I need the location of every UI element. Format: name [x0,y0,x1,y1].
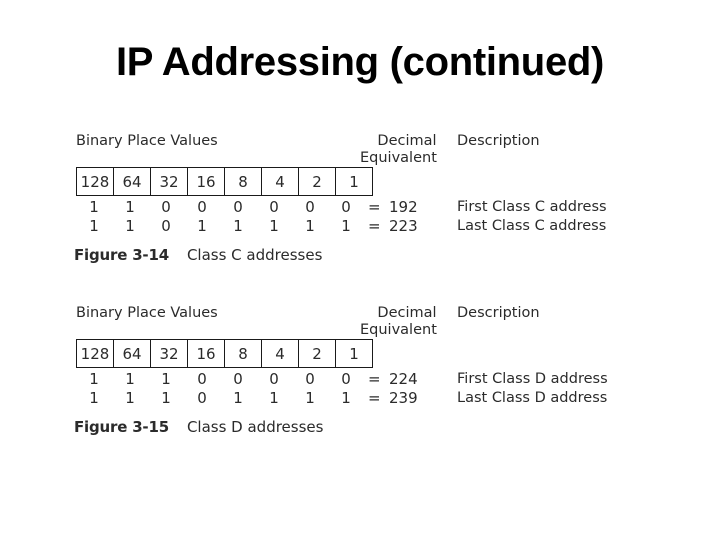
bit: 0 [233,198,243,216]
binary-row: 1 1 0 1 1 1 1 1 = 223 Last Class C addre… [0,217,720,236]
bit: 1 [305,217,315,235]
row-description: First Class C address [457,199,607,215]
bit: 1 [89,217,99,235]
bit: 0 [161,217,171,235]
place-value-cell: 1 [335,167,373,196]
place-value-cell: 64 [113,167,151,196]
figure-caption-label: Figure 3-14 [74,246,169,264]
place-value-cell: 16 [187,339,225,368]
header-decimal-line1: Decimal [377,133,437,149]
column-headers: Binary Place Values Decimal Equivalent D… [0,128,720,167]
bit: 0 [197,389,207,407]
place-value-cell: 1 [335,339,373,368]
row-description: Last Class D address [457,390,608,406]
header-description: Description [457,133,540,149]
place-value-cell: 128 [76,339,114,368]
bit: 0 [341,370,351,388]
equals-symbol: = [368,217,381,235]
binary-row: 1 1 0 0 0 0 0 0 = 192 First Class C addr… [0,198,720,217]
bit: 1 [161,370,171,388]
figure-caption-text: Class C addresses [186,246,323,264]
place-value-cell: 16 [187,167,225,196]
bit: 1 [233,389,243,407]
header-decimal-line2: Equivalent [360,150,437,166]
decimal-value: 223 [389,217,418,235]
header-decimal-line1: Decimal [377,305,437,321]
place-value-cell: 8 [224,167,262,196]
bit: 0 [305,370,315,388]
bit: 1 [125,389,135,407]
bit: 0 [233,370,243,388]
place-value-cell: 64 [113,339,151,368]
bit: 1 [125,370,135,388]
bit: 1 [89,389,99,407]
figure-class-c: Binary Place Values Decimal Equivalent D… [0,128,720,264]
figure-caption-text: Class D addresses [186,418,324,436]
figure-caption-label: Figure 3-15 [74,418,169,436]
bit-group: 1 1 0 0 0 0 0 0 [76,198,364,217]
bit: 0 [197,370,207,388]
place-value-cell: 2 [298,339,336,368]
binary-rows: 1 1 1 0 0 0 0 0 = 224 First Class D addr… [0,370,720,408]
bit: 1 [305,389,315,407]
bit: 1 [125,198,135,216]
header-description: Description [457,305,540,321]
bit-group: 1 1 1 0 1 1 1 1 [76,389,364,408]
equals-symbol: = [368,198,381,216]
bit: 1 [233,217,243,235]
place-value-cell: 8 [224,339,262,368]
page-title: IP Addressing (continued) [115,40,605,84]
row-description: Last Class C address [457,218,607,234]
figure-caption: Figure 3-14 Class C addresses [74,245,322,265]
bit-group: 1 1 1 0 0 0 0 0 [76,370,364,389]
bit: 1 [89,370,99,388]
place-value-cell: 32 [150,167,188,196]
figure-class-d: Binary Place Values Decimal Equivalent D… [0,300,720,436]
bit: 0 [305,198,315,216]
equals-symbol: = [368,389,381,407]
decimal-value: 224 [389,370,418,388]
place-values-table: 128 64 32 16 8 4 2 1 [76,339,373,368]
equals-symbol: = [368,370,381,388]
bit: 0 [161,198,171,216]
place-value-cell: 4 [261,167,299,196]
place-value-cell: 2 [298,167,336,196]
binary-row: 1 1 1 0 0 0 0 0 = 224 First Class D addr… [0,370,720,389]
bit: 0 [197,198,207,216]
place-value-cell: 32 [150,339,188,368]
row-description: First Class D address [457,371,608,387]
bit: 1 [269,217,279,235]
place-value-cell: 128 [76,167,114,196]
bit: 1 [125,217,135,235]
binary-row: 1 1 1 0 1 1 1 1 = 239 Last Class D addre… [0,389,720,408]
header-binary-place-values: Binary Place Values [76,305,218,321]
bit: 0 [269,198,279,216]
place-values-row: 128 64 32 16 8 4 2 1 [76,339,373,368]
header-decimal-equivalent: Decimal Equivalent [360,133,446,167]
place-value-cell: 4 [261,339,299,368]
bit: 1 [197,217,207,235]
bit: 1 [89,198,99,216]
header-binary-place-values: Binary Place Values [76,133,218,149]
bit-group: 1 1 0 1 1 1 1 1 [76,217,364,236]
binary-rows: 1 1 0 0 0 0 0 0 = 192 First Class C addr… [0,198,720,236]
decimal-value: 239 [389,389,418,407]
header-decimal-line2: Equivalent [360,322,437,338]
header-decimal-equivalent: Decimal Equivalent [360,305,446,339]
place-values-row: 128 64 32 16 8 4 2 1 [76,167,373,196]
bit: 0 [269,370,279,388]
decimal-value: 192 [389,198,418,216]
figure-caption: Figure 3-15 Class D addresses [74,417,323,437]
bit: 1 [161,389,171,407]
bit: 0 [341,198,351,216]
column-headers: Binary Place Values Decimal Equivalent D… [0,300,720,339]
bit: 1 [269,389,279,407]
bit: 1 [341,217,351,235]
bit: 1 [341,389,351,407]
place-values-table: 128 64 32 16 8 4 2 1 [76,167,373,196]
